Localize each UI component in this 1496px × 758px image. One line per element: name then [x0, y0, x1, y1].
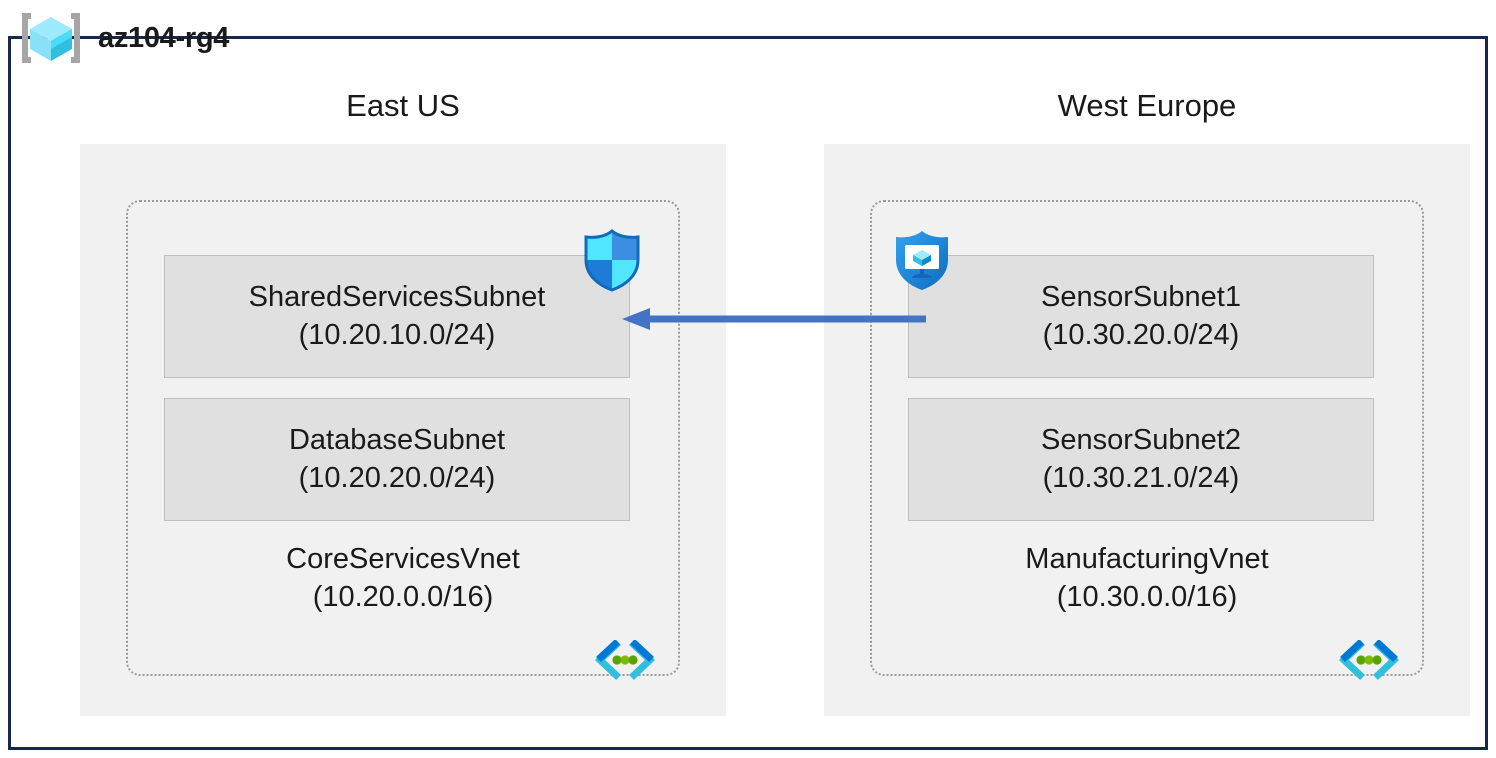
- subnet-name: SensorSubnet2: [1041, 423, 1241, 456]
- vnet-peering-arrow: [620, 305, 926, 333]
- virtual-network-icon: [594, 639, 656, 680]
- vnet-name: ManufacturingVnet: [1025, 543, 1269, 575]
- subnet-sharedservicessubnet[interactable]: SharedServicesSubnet (10.20.10.0/24): [164, 255, 630, 378]
- vnet-name: CoreServicesVnet: [286, 543, 520, 575]
- region-west-europe: West Europe SensorSubnet1 (10.30.20.0/24…: [824, 88, 1470, 728]
- virtual-network-icon: [1338, 639, 1400, 680]
- vnet-coreservicesvnet: SharedServicesSubnet (10.20.10.0/24) Dat…: [126, 200, 680, 680]
- subnet-cidr: (10.20.20.0/24): [298, 461, 496, 494]
- security-center-shield-monitor-icon: [890, 228, 954, 292]
- resource-group-header: az104-rg4: [14, 8, 229, 68]
- region-label-west-europe: West Europe: [1057, 88, 1237, 123]
- vnet-manufacturingvnet: SensorSubnet1 (10.30.20.0/24) SensorSubn…: [870, 200, 1424, 680]
- resource-group-cube-icon: [14, 9, 88, 67]
- subnet-sensorsubnet2[interactable]: SensorSubnet2 (10.30.21.0/24): [908, 398, 1374, 521]
- subnet-cidr: (10.30.20.0/24): [1042, 318, 1240, 351]
- resource-group-frame: [8, 36, 1488, 750]
- vnet-caption-manufacturingvnet: ManufacturingVnet (10.30.0.0/16): [872, 540, 1422, 617]
- subnet-name: SensorSubnet1: [1041, 280, 1241, 313]
- region-label-east-us: East US: [346, 88, 460, 123]
- subnet-cidr: (10.20.10.0/24): [298, 318, 496, 351]
- vnet-cidr: (10.20.0.0/16): [312, 581, 494, 614]
- subnet-name: SharedServicesSubnet: [248, 280, 546, 313]
- vnet-cidr: (10.30.0.0/16): [1056, 581, 1238, 614]
- vnet-caption-coreservicesvnet: CoreServicesVnet (10.20.0.0/16): [128, 540, 678, 617]
- subnet-sensorsubnet1[interactable]: SensorSubnet1 (10.30.20.0/24): [908, 255, 1374, 378]
- subnet-name: DatabaseSubnet: [288, 423, 506, 456]
- subnet-cidr: (10.30.21.0/24): [1042, 461, 1240, 494]
- network-security-group-shield-icon: [580, 228, 644, 292]
- region-east-us: East US SharedServicesSubnet (10.20.10.0…: [80, 88, 726, 728]
- frame-label-notch: [25, 67, 335, 83]
- subnet-databasesubnet[interactable]: DatabaseSubnet (10.20.20.0/24): [164, 398, 630, 521]
- resource-group-name: az104-rg4: [98, 21, 230, 54]
